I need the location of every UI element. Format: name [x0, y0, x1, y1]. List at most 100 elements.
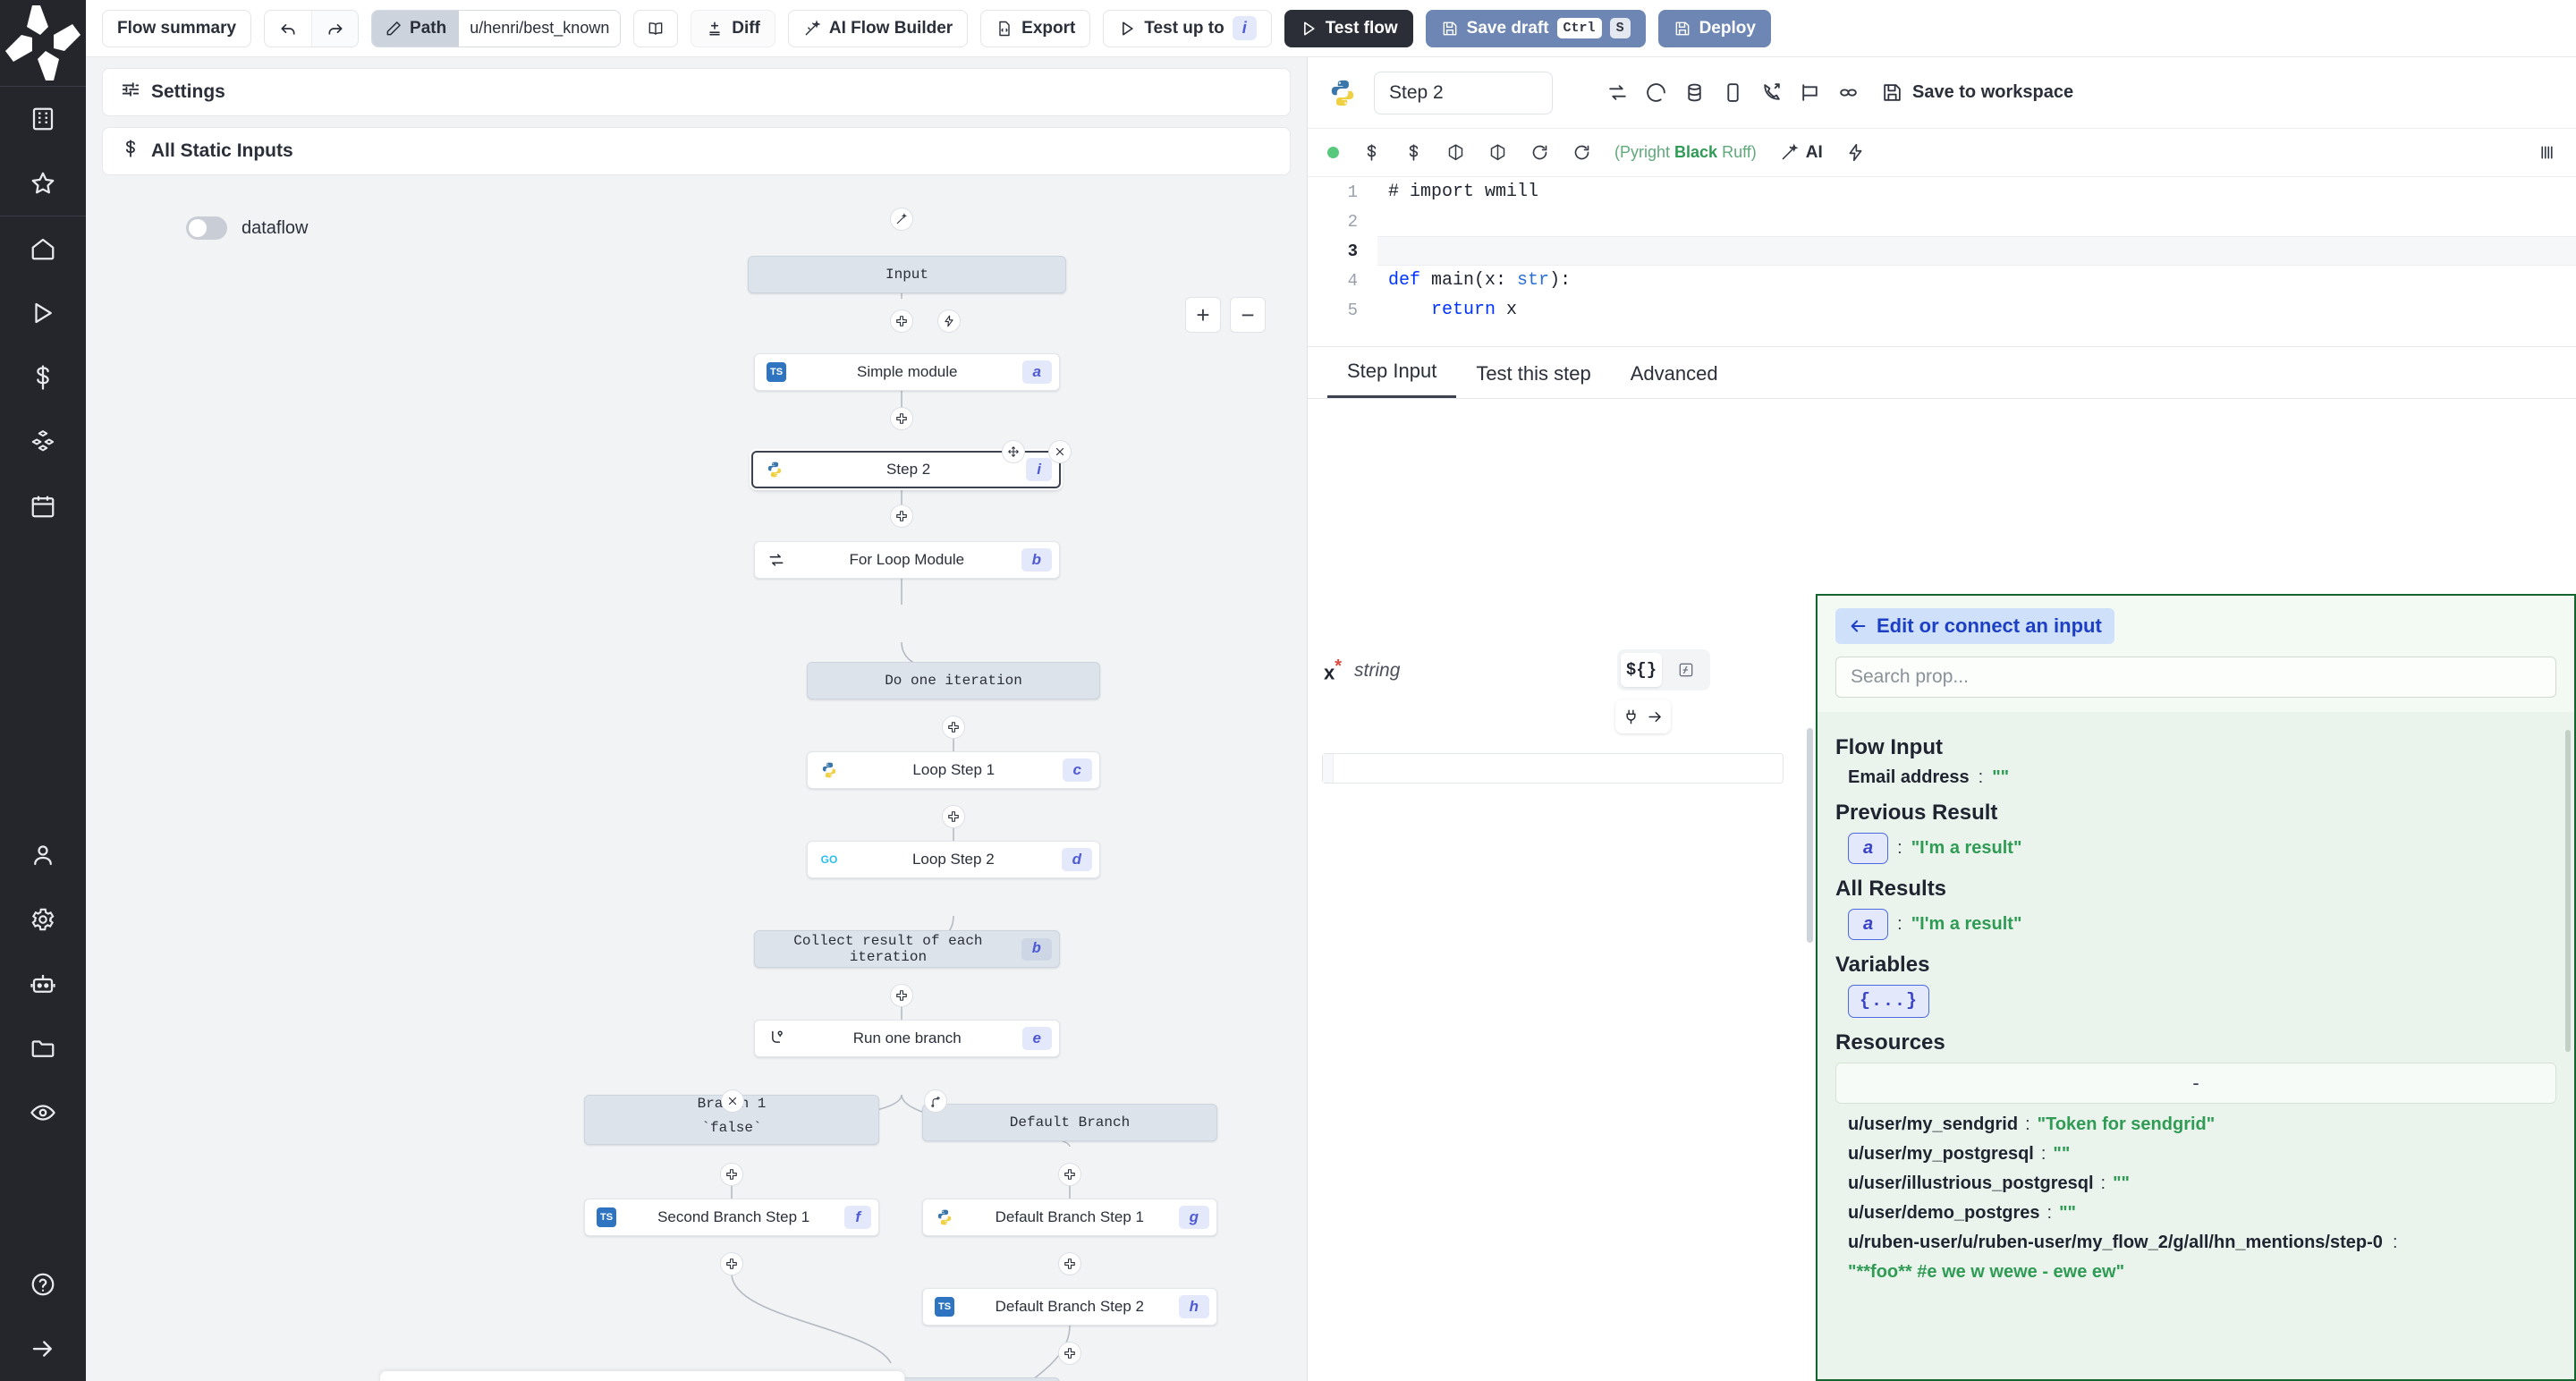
- docs-button[interactable]: [633, 10, 678, 47]
- ai-assistant-button[interactable]: AI: [1780, 143, 1823, 163]
- sidebar-item-audit-logs[interactable]: [0, 1080, 86, 1145]
- node-default-branch-step-1[interactable]: Default Branch Step 1 g: [922, 1199, 1217, 1236]
- concurrency-icon[interactable]: [1837, 81, 1860, 104]
- ai-flow-builder-button[interactable]: AI Flow Builder: [788, 10, 968, 47]
- lightning-icon[interactable]: [1846, 143, 1865, 162]
- add-step-button-4[interactable]: [942, 716, 965, 739]
- settings-accordion[interactable]: Settings: [102, 68, 1291, 116]
- mock-icon[interactable]: [1722, 81, 1744, 104]
- result-chip[interactable]: a: [1848, 833, 1888, 864]
- retries-icon[interactable]: [1606, 81, 1629, 104]
- sidebar-item-folders[interactable]: [0, 1016, 86, 1080]
- step-name-input[interactable]: [1374, 72, 1553, 114]
- package-icon[interactable]: [1446, 143, 1465, 162]
- add-step-button-10[interactable]: [1058, 1252, 1081, 1275]
- sidebar-item-workers[interactable]: [0, 952, 86, 1016]
- input-scrollbar[interactable]: [1807, 728, 1813, 943]
- early-stop-icon[interactable]: [1799, 81, 1821, 104]
- add-step-button-2[interactable]: [890, 407, 913, 430]
- tab-test-this-step[interactable]: Test this step: [1456, 362, 1610, 398]
- sidebar-item-expand[interactable]: [0, 1317, 86, 1381]
- redo-icon[interactable]: [311, 11, 358, 47]
- reset-icon[interactable]: [1572, 143, 1591, 162]
- node-do-one-iteration[interactable]: Do one iteration: [807, 662, 1100, 699]
- error-handler-panel[interactable]: Error Handler: [379, 1370, 905, 1381]
- argument-value-input[interactable]: [1322, 753, 1784, 784]
- sidebar-item-runs[interactable]: [0, 281, 86, 345]
- connect-panel-scrollbar[interactable]: [2565, 730, 2571, 1052]
- flow-graph-canvas[interactable]: Input TS Simple module a Step 2 i: [86, 263, 1308, 1381]
- sidebar-item-schedules[interactable]: [0, 474, 86, 538]
- node-for-loop-module[interactable]: For Loop Module b: [754, 541, 1060, 579]
- test-up-to-button[interactable]: Test up to i: [1103, 10, 1271, 47]
- add-branch-button[interactable]: [924, 1089, 947, 1113]
- sidebar-item-resources[interactable]: [0, 410, 86, 474]
- resources-empty-box[interactable]: -: [1835, 1063, 2556, 1104]
- all-results-row[interactable]: a : "I'm a result": [1848, 909, 2556, 940]
- dataflow-toggle[interactable]: [186, 216, 227, 240]
- variables-chip[interactable]: {...}: [1848, 985, 1929, 1018]
- resource-row[interactable]: u/user/my_postgresql : "": [1848, 1144, 2556, 1165]
- result-chip[interactable]: a: [1848, 909, 1888, 940]
- add-step-button-11[interactable]: [1058, 1342, 1081, 1365]
- previous-result-row[interactable]: a : "I'm a result": [1848, 833, 2556, 864]
- add-step-button-3[interactable]: [890, 504, 913, 528]
- resource-row[interactable]: u/user/demo_postgres : "": [1848, 1203, 2556, 1224]
- node-simple-module[interactable]: TS Simple module a: [754, 353, 1060, 391]
- edit-or-connect-input-button[interactable]: Edit or connect an input: [1835, 608, 2114, 644]
- move-node-handle[interactable]: [1002, 440, 1025, 463]
- search-prop-input[interactable]: [1835, 657, 2556, 698]
- node-input[interactable]: Input: [748, 256, 1066, 293]
- node-collect-result[interactable]: Collect result of each iteration b: [754, 930, 1060, 968]
- cache-icon[interactable]: [1683, 81, 1706, 104]
- suspend-icon[interactable]: [1760, 81, 1783, 104]
- resource-row[interactable]: u/user/illustrious_postgresql : "": [1848, 1173, 2556, 1194]
- flow-input-row[interactable]: Email address : "": [1848, 767, 2556, 788]
- code-editor[interactable]: 1 # import wmill 2 3 4 def main(x: str):…: [1308, 177, 2576, 347]
- sidebar-item-workspace[interactable]: [0, 87, 86, 151]
- resource-row[interactable]: u/user/my_sendgrid : "Token for sendgrid…: [1848, 1114, 2556, 1135]
- sidebar-item-users[interactable]: [0, 823, 86, 887]
- fx-mode-button[interactable]: [1665, 653, 1707, 687]
- ai-step-wand-button[interactable]: [890, 208, 913, 231]
- node-run-one-branch[interactable]: Run one branch e: [754, 1020, 1060, 1057]
- package-add-icon[interactable]: [1488, 143, 1507, 162]
- save-draft-button[interactable]: Save draft Ctrl S: [1426, 10, 1646, 47]
- path-input[interactable]: [459, 11, 620, 47]
- reload-icon[interactable]: [1530, 143, 1549, 162]
- connect-input-button[interactable]: [1615, 699, 1671, 733]
- tab-advanced[interactable]: Advanced: [1611, 362, 1738, 398]
- path-field-group[interactable]: Path: [371, 10, 621, 47]
- resource-icon[interactable]: [1404, 143, 1423, 162]
- add-step-button-7[interactable]: [720, 1163, 743, 1186]
- resource-row[interactable]: u/ruben-user/u/ruben-user/my_flow_2/g/al…: [1848, 1233, 2556, 1283]
- add-step-button-9[interactable]: [720, 1252, 743, 1275]
- add-step-button-5[interactable]: [942, 805, 965, 828]
- ai-generate-step-button[interactable]: [937, 309, 961, 333]
- sidebar-item-variables[interactable]: [0, 345, 86, 410]
- add-step-button-8[interactable]: [1058, 1163, 1081, 1186]
- node-default-branch[interactable]: Default Branch: [922, 1104, 1217, 1141]
- export-button[interactable]: Export: [980, 10, 1090, 47]
- sidebar-item-settings[interactable]: [0, 887, 86, 952]
- test-flow-button[interactable]: Test flow: [1284, 10, 1413, 47]
- template-mode-button[interactable]: ${}: [1621, 653, 1662, 687]
- minimap-icon[interactable]: [2538, 143, 2556, 162]
- delete-branch-button[interactable]: [721, 1089, 744, 1113]
- undo-icon[interactable]: [265, 11, 311, 47]
- sidebar-item-help[interactable]: [0, 1252, 86, 1317]
- delete-node-button[interactable]: [1048, 440, 1072, 463]
- timeout-icon[interactable]: [1645, 81, 1667, 104]
- deploy-button[interactable]: Deploy: [1658, 10, 1771, 47]
- save-to-workspace-button[interactable]: Save to workspace: [1881, 81, 2073, 104]
- variable-icon[interactable]: [1362, 143, 1381, 162]
- windmill-logo[interactable]: [0, 0, 86, 86]
- add-step-button-6[interactable]: [890, 984, 913, 1007]
- tab-step-input[interactable]: Step Input: [1327, 360, 1456, 398]
- variables-row[interactable]: {...}: [1848, 985, 2556, 1018]
- all-static-inputs-accordion[interactable]: All Static Inputs: [102, 127, 1291, 175]
- sidebar-item-favorites[interactable]: [0, 151, 86, 216]
- flow-summary-button[interactable]: Flow summary: [102, 10, 251, 47]
- diff-button[interactable]: Diff: [691, 10, 775, 47]
- node-loop-step-1[interactable]: Loop Step 1 c: [807, 751, 1100, 789]
